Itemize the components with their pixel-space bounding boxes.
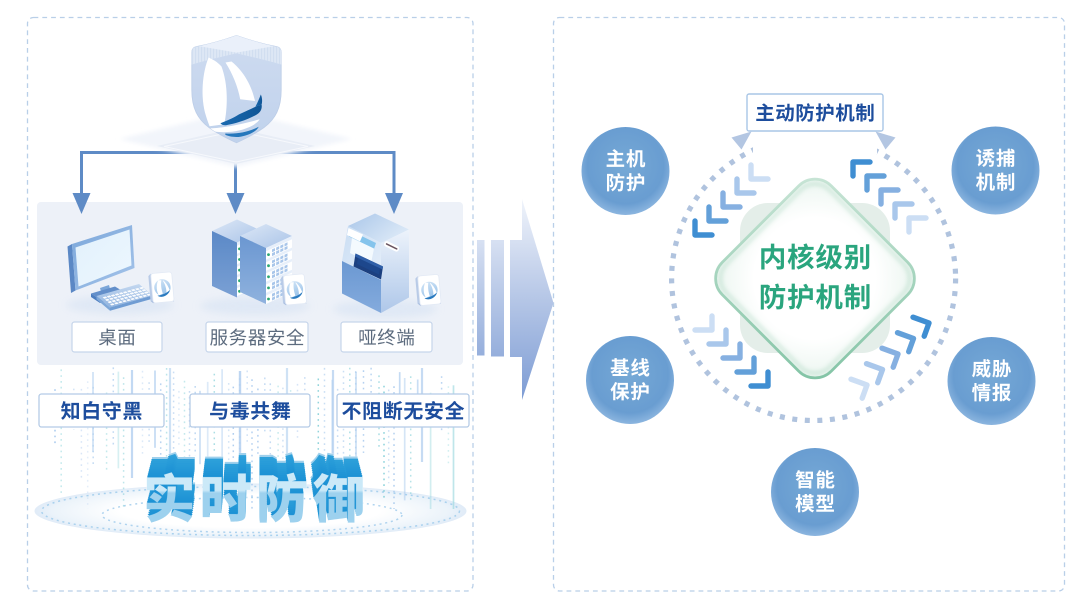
slogan-3-text [342,400,465,421]
label-server-box [205,321,309,353]
left-panel-border [26,16,474,592]
arrowhead-down-icon [226,193,245,214]
circle-arrowhead-left-icon [731,131,752,150]
node-model-line1 [795,470,835,489]
chevrons-top-left [692,162,771,238]
arrowhead-down-icon [385,193,403,214]
node-host-line1 [606,149,646,168]
kernel-diamond [714,177,916,380]
label-server-text [210,328,305,346]
server-illustration [200,219,310,315]
node-model-line2 [795,494,834,513]
label-terminal-box [340,321,433,353]
stage-ellipse [34,483,467,539]
node-host-line2 [607,172,645,192]
shield-sailboat-logo [191,35,282,144]
kernel-line2 [760,283,870,310]
chevrons-bottom-right [848,314,932,401]
desktop-illustration [66,225,174,314]
label-terminal-text [359,328,415,346]
chevrons-top-right [850,159,929,235]
terminal-illustration [333,213,437,318]
node-baseline-line2 [610,382,649,401]
chevrons-bottom-left [692,313,771,389]
top-box-backdrop [753,128,877,154]
right-panel-border [552,16,1066,592]
transition-arrow [477,199,554,400]
node-baseline [586,336,674,424]
slogan-3-box [336,393,470,428]
kernel-line1 [761,243,870,270]
slogan-1-box [38,393,165,428]
node-trap-line2 [975,172,1015,191]
slogan-1-text [60,400,142,421]
slogan-2-box [189,393,311,428]
arrowhead-down-icon [72,193,91,214]
node-host [581,127,670,215]
node-threat-line2 [971,383,1011,402]
server-agent-box-icon [280,273,307,306]
node-model [771,448,859,536]
label-desktop-text [98,328,135,346]
node-trap [951,126,1040,215]
node-threat-line1 [972,359,1012,378]
slogan-2-text [210,401,291,420]
active-protection-text [756,103,874,122]
node-baseline-line1 [610,358,650,377]
label-desktop-box [71,321,163,353]
circle-arrowhead-right-icon [875,131,896,150]
terminal-agent-box-icon [415,274,442,306]
node-trap-line1 [976,148,1015,168]
node-threat [947,337,1036,425]
desktop-agent-box-icon [148,271,175,304]
active-protection-box [746,93,884,132]
